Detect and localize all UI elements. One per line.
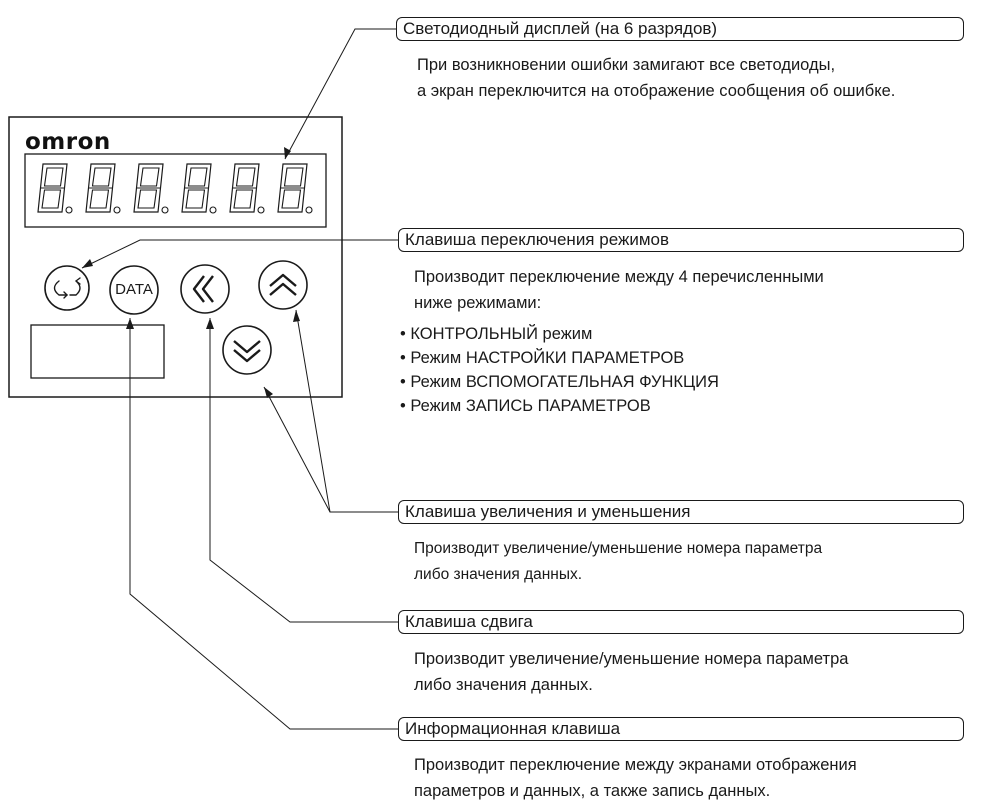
decimal-point: [113, 206, 121, 214]
omron-logo: omron: [25, 129, 111, 155]
shift-key[interactable]: [180, 264, 230, 314]
callout-shift-desc: Производит увеличение/уменьшение номера …: [414, 646, 848, 698]
arrowhead-up: [293, 310, 300, 322]
callout-mode-key-title: Клавиша переключения режимов: [398, 228, 964, 252]
leader-lines: [81, 28, 398, 730]
mode-list-item: • Режим НАСТРОЙКИ ПАРАМЕТРОВ: [400, 349, 685, 367]
callout-display-title: Светодиодный дисплей (на 6 разрядов): [396, 17, 964, 41]
desc-line: либо значения данных.: [414, 566, 583, 583]
leader-line-up-down-2: [263, 386, 331, 513]
desc-line: При возникновении ошибки замигают все св…: [417, 56, 836, 74]
callout-shift-title: Клавиша сдвига: [398, 610, 964, 634]
callout-mode-key-desc: Производит переключение между 4 перечисл…: [414, 264, 824, 316]
arrowhead-mode-key: [82, 259, 93, 268]
desc-line: Производит переключение между 4 перечисл…: [414, 268, 824, 286]
arrowhead-display: [284, 147, 291, 159]
seven-segment-digit: [181, 163, 217, 214]
leader-line-up-down: [295, 309, 398, 513]
down-key[interactable]: [222, 325, 272, 375]
desc-line: Производит переключение между экранами о…: [414, 756, 857, 774]
callout-up-down-desc: Производит увеличение/уменьшение номера …: [414, 536, 822, 588]
desc-line: а экран переключится на отображение сооб…: [417, 82, 896, 100]
leader-line-data: [129, 318, 398, 730]
decimal-point: [65, 206, 73, 214]
leader-line-mode-key: [81, 239, 398, 269]
desc-line: Производит увеличение/уменьшение номера …: [414, 540, 823, 557]
desc-line: либо значения данных.: [414, 676, 593, 694]
arrowhead-down: [264, 387, 273, 398]
data-key[interactable]: [109, 265, 159, 315]
mode-switch-arrows-icon: [53, 277, 81, 299]
label-window: [30, 324, 165, 379]
seven-segment-digit: [85, 163, 121, 214]
data-key-label: DATA: [115, 281, 153, 298]
leader-arrowheads: [82, 147, 300, 398]
control-panel: [8, 116, 343, 398]
arrowhead-shift: [206, 318, 214, 329]
seven-segment-digits: [37, 163, 313, 214]
leader-line-display: [284, 28, 396, 160]
mode-list-item: • КОНТРОЛЬНЫЙ режим: [400, 325, 593, 343]
seven-segment-digit: [229, 163, 265, 214]
callout-data-key-desc: Производит переключение между экранами о…: [414, 752, 857, 804]
leader-line-shift: [209, 318, 398, 623]
desc-line: параметров и данных, а также запись данн…: [414, 782, 771, 800]
decimal-point: [209, 206, 217, 214]
up-key[interactable]: [258, 260, 308, 310]
mode-list: • КОНТРОЛЬНЫЙ режим • Режим НАСТРОЙКИ ПА…: [400, 322, 719, 418]
callout-display-desc: При возникновении ошибки замигают все св…: [417, 52, 895, 104]
decimal-point: [161, 206, 169, 214]
mode-key[interactable]: [44, 265, 90, 311]
decimal-point: [257, 206, 265, 214]
mode-list-item: • Режим ЗАПИСЬ ПАРАМЕТРОВ: [400, 397, 651, 415]
arrowhead-data: [126, 318, 134, 329]
double-chevron-down-icon: [233, 340, 261, 363]
callout-up-down-title: Клавиша увеличения и уменьшения: [398, 500, 964, 524]
mode-list-item: • Режим ВСПОМОГАТЕЛЬНАЯ ФУНКЦИЯ: [400, 373, 719, 391]
desc-line: ниже режимами:: [414, 294, 542, 312]
seven-segment-digit: [277, 163, 313, 214]
desc-line: Производит увеличение/уменьшение номера …: [414, 650, 849, 668]
seven-segment-digit: [133, 163, 169, 214]
seven-segment-digit: [37, 163, 73, 214]
decimal-point: [305, 206, 313, 214]
double-chevron-left-icon: [192, 275, 214, 303]
led-display-window: [24, 153, 327, 228]
double-chevron-up-icon: [269, 273, 297, 296]
callout-data-key-title: Информационная клавиша: [398, 717, 964, 741]
